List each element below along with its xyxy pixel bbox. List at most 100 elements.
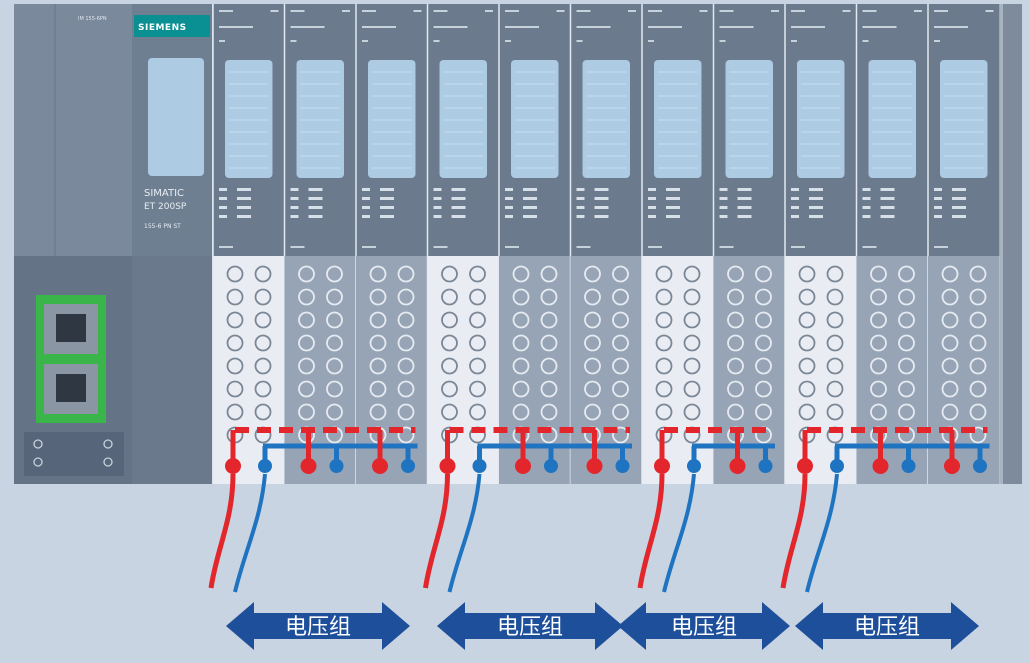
terminal-circle [441, 380, 458, 398]
io-module-type-mark [505, 40, 511, 42]
double-arrow-shape [795, 602, 979, 650]
terminal-circle [826, 311, 844, 329]
io-module-label-strip [582, 60, 630, 178]
terminal-circle [469, 357, 486, 375]
terminal-circle [254, 357, 272, 375]
terminal-circle [369, 265, 387, 283]
io-module-label-strip [940, 60, 988, 178]
terminal-circle [369, 288, 387, 306]
io-module [426, 4, 499, 484]
io-module-type-mark [791, 40, 797, 42]
terminal-circle [727, 265, 744, 283]
io-module-channel-text [237, 188, 251, 191]
terminal-circle [441, 403, 458, 421]
io-module-type-mark [362, 26, 396, 28]
io-module-channel-text [433, 206, 442, 209]
server-module [1000, 4, 1022, 484]
terminal-circle [441, 311, 458, 329]
io-module-label-strip [797, 60, 845, 178]
io-module-channel-text [809, 215, 823, 218]
potential-group-wiring [423, 427, 632, 593]
terminal-circle [369, 311, 387, 329]
base-unit-terminals [213, 256, 285, 484]
io-module-header-mark [628, 10, 636, 12]
terminal-circle [441, 288, 458, 306]
red-supply-wire [637, 473, 665, 589]
terminal-circle [512, 357, 530, 375]
io-module-channel-text [594, 215, 609, 218]
terminal-circle [512, 403, 530, 421]
blue-terminal-dot [329, 459, 344, 473]
terminal-circle [469, 265, 486, 283]
terminal-circle [870, 265, 887, 283]
io-module-footer-mark [791, 246, 805, 248]
terminal-circle [655, 357, 673, 375]
io-module-type-mark [219, 40, 225, 42]
blue-terminal-dot [472, 459, 487, 473]
red-terminal-dot [729, 458, 746, 474]
terminal-circle [397, 357, 415, 375]
terminal-circle [298, 334, 315, 352]
potential-groups: 电压组电压组电压组电压组 [226, 602, 979, 650]
terminal-circle [469, 403, 486, 421]
io-module-type-mark [719, 40, 726, 42]
red-supply-wire [423, 473, 450, 589]
terminal-circle [512, 334, 530, 352]
power-screw [103, 439, 113, 449]
terminal-circle [369, 403, 387, 421]
io-module-type-mark [934, 40, 940, 42]
io-module-channel-text [880, 197, 895, 200]
terminal-circle [941, 265, 959, 283]
io-module-type-mark [648, 26, 682, 28]
io-module-channel-text [737, 206, 752, 209]
io-module-channel-text [952, 215, 966, 218]
io-module-type-mark [219, 26, 253, 28]
io-module-channel-text [934, 206, 942, 209]
io-module-header-mark [433, 10, 448, 12]
io-module-label-strip [296, 60, 344, 178]
io-module [569, 4, 642, 484]
terminal-circle [683, 380, 701, 398]
terminal-circle [369, 380, 387, 398]
terminal-circle [254, 288, 272, 306]
red-terminal-dot [654, 458, 670, 474]
blue-terminal-dot [901, 459, 916, 473]
io-module-channel-text [648, 197, 656, 200]
io-module-channel-text [809, 206, 823, 209]
terminal-circle [870, 357, 887, 375]
io-module-header-mark [485, 10, 493, 12]
io-module-header-mark [791, 10, 805, 12]
io-module-channel-text [737, 215, 752, 218]
terminal-circle [326, 380, 343, 398]
terminal-circle [969, 380, 987, 398]
terminal-circle [397, 380, 415, 398]
base-unit-terminals [499, 256, 571, 484]
potential-group-arrow: 电压组 [437, 602, 623, 650]
io-module-channel-text [308, 206, 323, 209]
io-module-type-mark [648, 40, 654, 42]
io-module-footer-mark [505, 246, 519, 248]
red-terminal-dot [300, 458, 317, 474]
io-module-label-strip [368, 60, 416, 178]
terminal-circle [397, 426, 415, 444]
terminal-circle [512, 265, 530, 283]
terminal-circle [969, 311, 987, 329]
io-module-channel-text [451, 206, 466, 209]
terminal-circle [755, 311, 772, 329]
terminal-circle [727, 403, 744, 421]
terminal-circle [612, 265, 629, 283]
terminal-circle [798, 265, 816, 283]
io-module-channel-text [594, 206, 609, 209]
io-module-channel-text [576, 206, 585, 209]
io-module-label-strip [725, 60, 773, 178]
terminal-circle [254, 380, 272, 398]
terminal-circle [898, 334, 915, 352]
head-product-line2: ET 200SP [144, 202, 187, 212]
red-supply-wire [780, 473, 808, 589]
terminal-circle [298, 403, 315, 421]
terminal-circle [612, 334, 629, 352]
terminal-circle [870, 311, 887, 329]
io-module-header-mark [505, 10, 519, 12]
terminal-circle [941, 357, 959, 375]
io-module-header-mark [699, 10, 708, 12]
